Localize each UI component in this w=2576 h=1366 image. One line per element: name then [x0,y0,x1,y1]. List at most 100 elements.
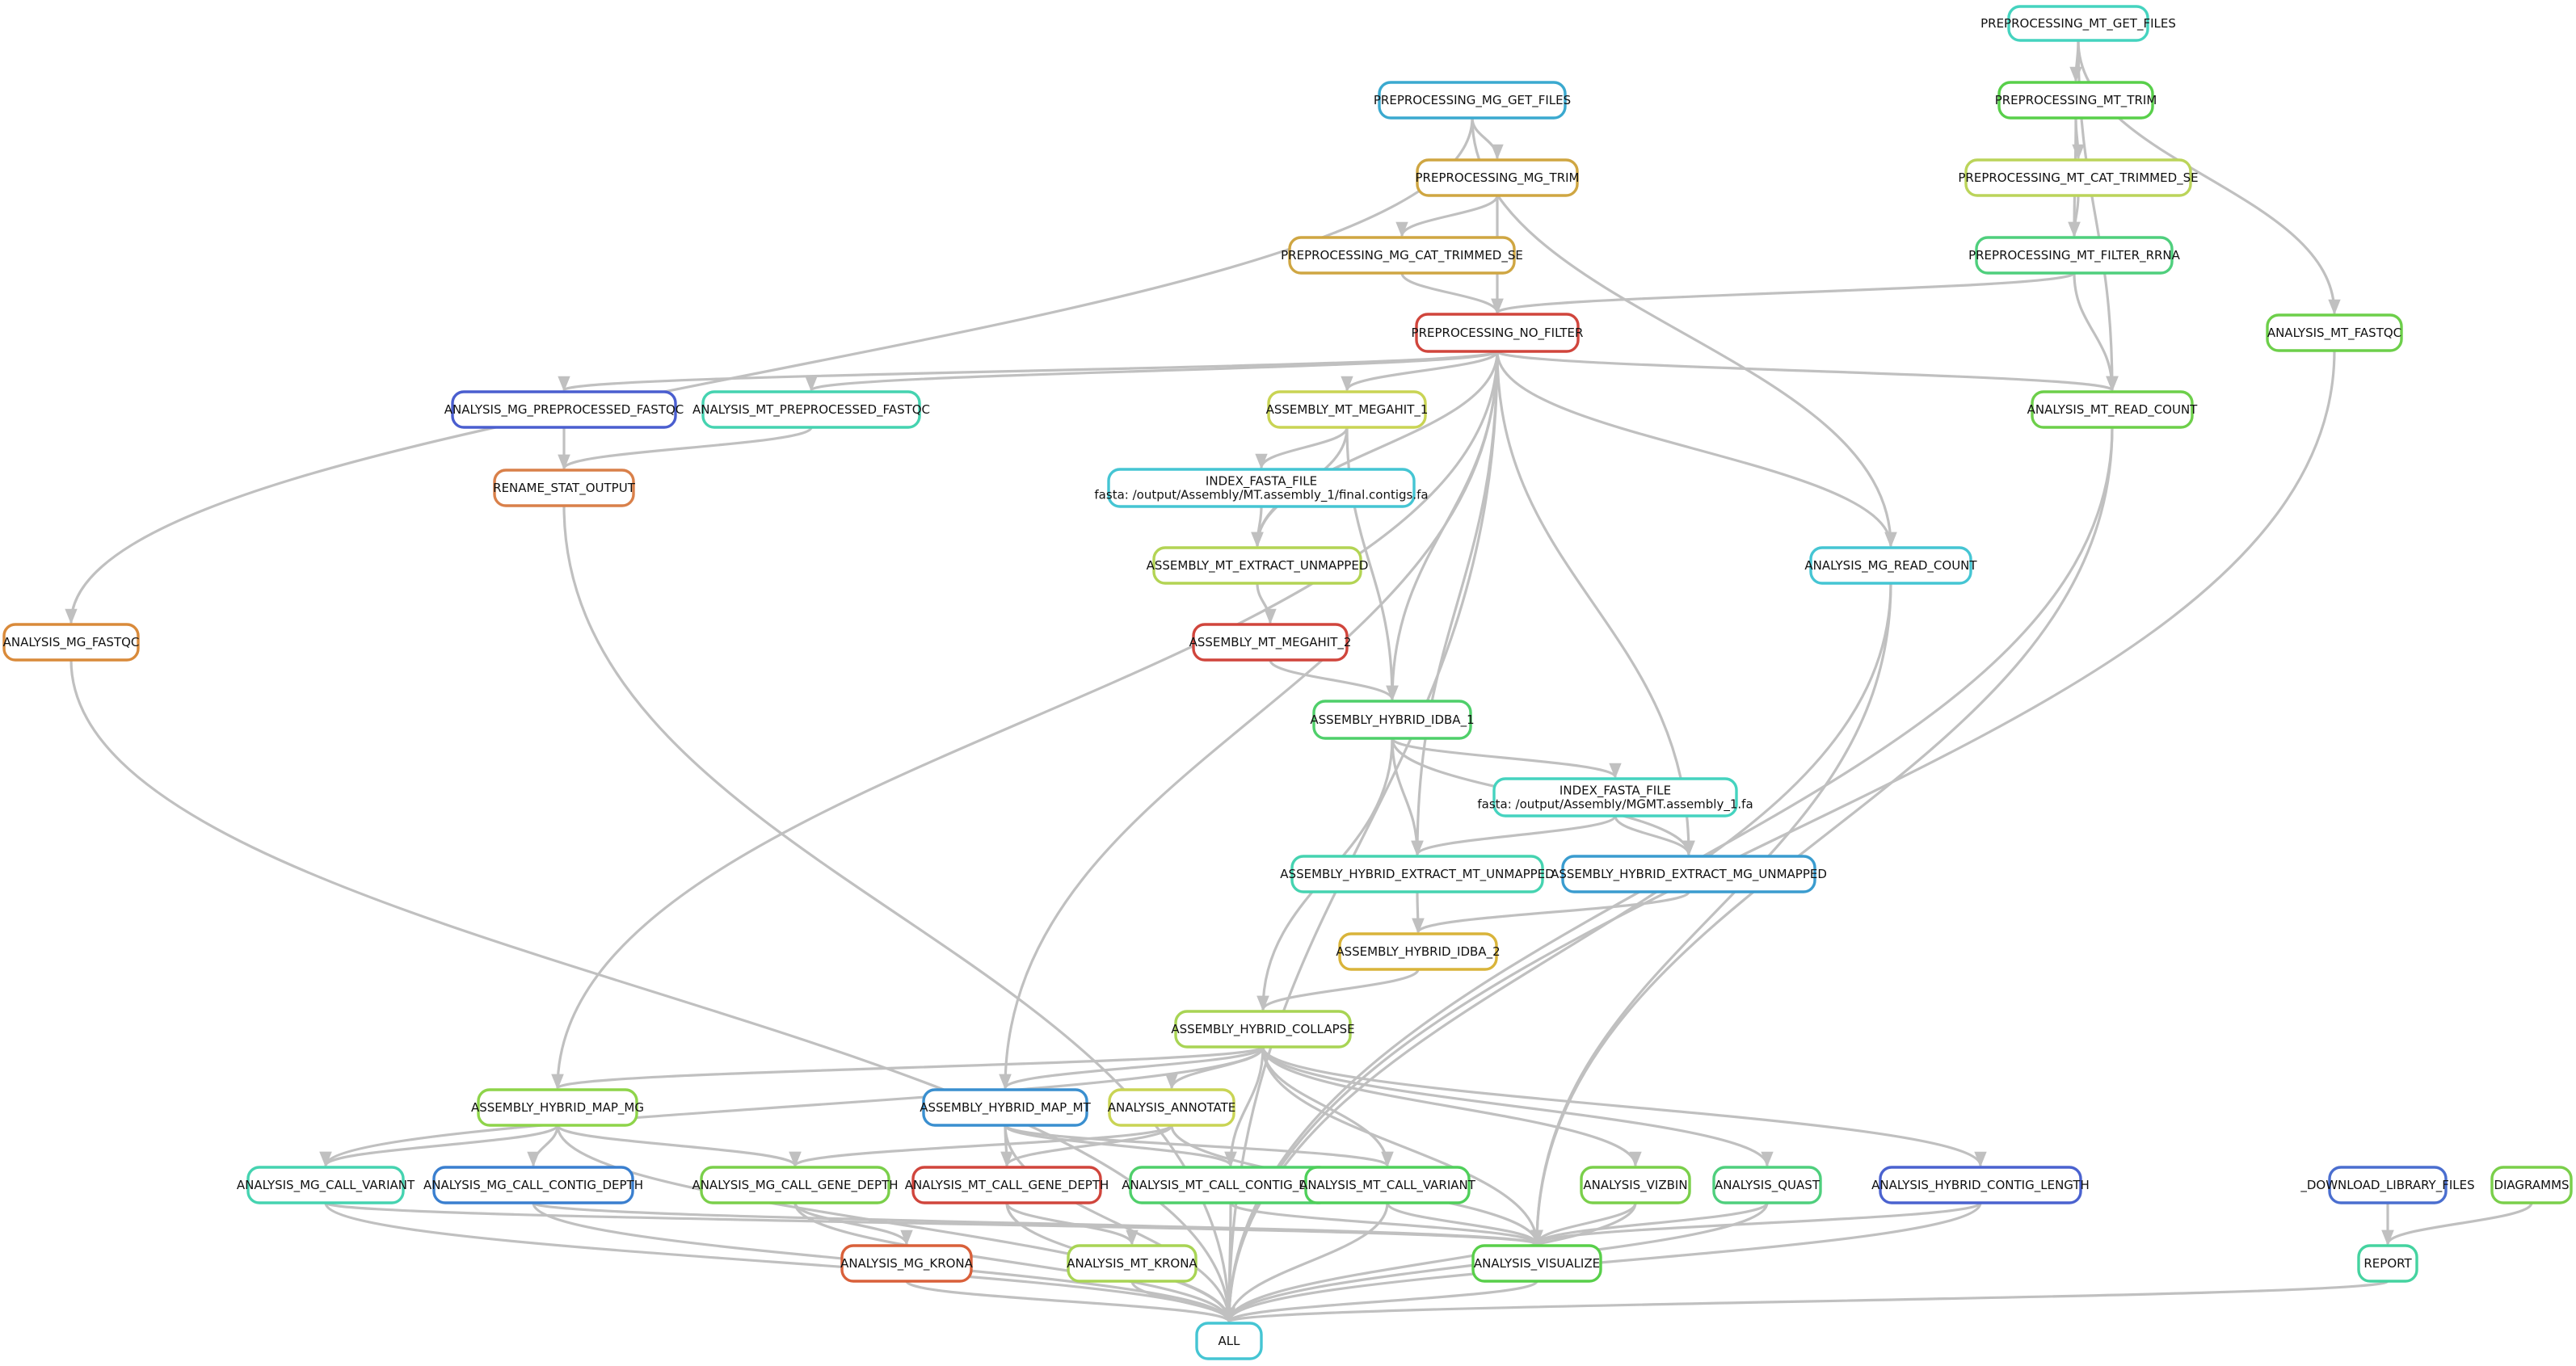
node-label: ANALYSIS_MG_READ_COUNT [1804,558,1977,574]
node-label: ASSEMBLY_HYBRID_EXTRACT_MT_UNMAPPED [1280,867,1554,882]
edge-pp-nofilter-to-as-mt-megahit1 [1341,351,1499,392]
edge-an-mt-contigdepth-to-an-visualize [1229,1201,1543,1246]
node-box [1288,236,1516,275]
node-an-mt-fastqc[interactable]: ANALYSIS_MT_FASTQC [2266,313,2403,352]
node-an-mt-genedepth[interactable]: ANALYSIS_MT_CALL_GENE_DEPTH [905,1166,1109,1204]
edge-index1-to-as-mt-extract [1251,506,1264,548]
node-box [1975,236,2174,275]
node-pp-mt-rrna[interactable]: PREPROCESSING_MT_FILTER_RRNA [1968,236,2181,275]
node-box [1174,1010,1352,1049]
node-box [1152,546,1362,585]
edge-pp-nofilter-to-as-hy-ext-mg [1496,351,1695,856]
node-layer: PREPROCESSING_MT_GET_FILES PREPROCESSING_… [2,5,2573,1360]
edge-as-hy-ext-mg-to-as-hy-idba2 [1412,891,1690,934]
node-label: ASSEMBLY_MT_EXTRACT_UNMAPPED [1147,558,1369,574]
node-an-hy-contiglen[interactable]: ANALYSIS_HYBRID_CONTIG_LENGTH [1871,1166,2090,1204]
edge-pp-nofilter-to-as-hy-map-mg [551,351,1499,1090]
node-an-mg-contigdepth[interactable]: ANALYSIS_MG_CALL_CONTIG_DEPTH [423,1166,643,1204]
node-box [1415,313,1580,353]
node-pp-mt-get[interactable]: PREPROCESSING_MT_GET_FILES [1980,5,2176,42]
edge-pp-mg-trim-to-pp-mg-cat [1395,195,1499,237]
node-rename-stat[interactable]: RENAME_STAT_OUTPUT [493,469,636,507]
node-pp-mt-cat[interactable]: PREPROCESSING_MT_CAT_TRIMMED_SE [1958,158,2199,197]
node-label: ANALYSIS_QUAST [1715,1178,1820,1193]
node-box [1304,1166,1471,1204]
node-box [1492,777,1738,817]
node-an-visualize[interactable]: ANALYSIS_VISUALIZE [1471,1244,1602,1283]
node-as-hy-idba2[interactable]: ASSEMBLY_HYBRID_IDBA_2 [1336,932,1501,971]
edge-as-hy-collapse-to-an-quast [1261,1046,1774,1167]
edge-an-mt-ppfastqc-to-rename-stat [558,427,813,470]
node-box [2266,313,2403,352]
node-as-hy-map-mt[interactable]: ASSEMBLY_HYBRID_MAP_MT [920,1088,1092,1127]
node-label: ANALYSIS_MT_CALL_GENE_DEPTH [905,1178,1109,1193]
node-an-mg-krona[interactable]: ANALYSIS_MG_KRONA [840,1244,974,1283]
node-an-mg-readcount[interactable]: ANALYSIS_MG_READ_COUNT [1804,546,1977,585]
edge-an-vizbin-to-all [1223,1202,1637,1323]
node-an-mt-callvar[interactable]: ANALYSIS_MT_CALL_VARIANT [1299,1166,1476,1204]
node-as-hy-ext-mt[interactable]: ASSEMBLY_HYBRID_EXTRACT_MT_UNMAPPED [1280,855,1555,893]
node-pp-nofilter[interactable]: PREPROCESSING_NO_FILTER [1412,313,1584,353]
edge-as-hy-collapse-to-an-mg-callvar [319,1046,1265,1167]
node-pp-mg-cat[interactable]: PREPROCESSING_MG_CAT_TRIMMED_SE [1281,236,1523,275]
node-an-mg-fastqc[interactable]: ANALYSIS_MG_FASTQC [2,623,140,662]
node-dl-lib[interactable]: _DOWNLOAD_LIBRARY_FILES [2300,1166,2475,1204]
node-an-mt-readcount[interactable]: ANALYSIS_MT_READ_COUNT [2027,390,2199,429]
node-as-mt-extract[interactable]: ASSEMBLY_MT_EXTRACT_UNMAPPED [1147,546,1369,585]
node-box [1997,81,2154,120]
edge-as-mt-megahit1-to-index1 [1255,427,1349,469]
edge-pp-mt-rrna-to-an-mt-readcount [2073,272,2119,392]
edge-an-mt-callvar-to-an-visualize [1386,1202,1543,1246]
node-as-hy-collapse[interactable]: ASSEMBLY_HYBRID_COLLAPSE [1171,1010,1355,1049]
node-as-mt-megahit1[interactable]: ASSEMBLY_MT_MEGAHIT_1 [1266,390,1429,429]
edge-pp-nofilter-to-as-hy-map-mt [999,351,1499,1090]
node-box [1712,1166,1822,1204]
node-label: PREPROCESSING_MG_TRIM [1416,170,1580,186]
node-label: ASSEMBLY_HYBRID_IDBA_1 [1310,712,1474,728]
edge-as-hy-collapse-to-an-vizbin [1261,1046,1642,1167]
edge-index2-to-as-hy-ext-mg [1614,815,1695,856]
node-label: ASSEMBLY_MT_MEGAHIT_1 [1266,402,1429,418]
node-pp-mt-trim[interactable]: PREPROCESSING_MT_TRIM [1995,81,2157,120]
node-as-hy-map-mg[interactable]: ASSEMBLY_HYBRID_MAP_MG [471,1088,644,1127]
edge-an-hy-contiglen-to-all [1223,1202,1982,1323]
node-label: REPORT [2363,1256,2412,1271]
edge-as-hy-idba1-to-as-hy-ext-mt [1391,738,1424,856]
node-as-mt-megahit2[interactable]: ASSEMBLY_MT_MEGAHIT_2 [1189,623,1352,662]
edge-an-mg-genedepth-to-an-mg-krona [793,1202,913,1246]
node-label: ANALYSIS_MG_CALL_CONTIG_DEPTH [423,1178,643,1193]
node-label: PREPROCESSING_MG_CAT_TRIMMED_SE [1281,248,1523,263]
node-all[interactable]: ALL [1195,1322,1263,1360]
edge-pp-nofilter-to-an-mt-ppfastqc [806,350,1499,392]
node-as-hy-ext-mg[interactable]: ASSEMBLY_HYBRID_EXTRACT_MG_UNMAPPED [1551,855,1827,893]
node-report[interactable]: REPORT [2357,1244,2418,1283]
node-box [1192,623,1349,662]
node-label: INDEX_FASTA_FILE [1206,474,1317,490]
edge-as-mt-megahit2-to-as-hy-idba1 [1269,659,1399,701]
node-an-annotate[interactable]: ANALYSIS_ANNOTATE [1108,1088,1235,1127]
node-diagrams[interactable]: DIAGRAMMS [2490,1166,2573,1204]
node-an-mg-genedepth[interactable]: ANALYSIS_MG_CALL_GENE_DEPTH [692,1166,899,1204]
node-an-mt-krona[interactable]: ANALYSIS_MT_KRONA [1067,1244,1198,1283]
node-an-mt-ppfastqc[interactable]: ANALYSIS_MT_PREPROCESSED_FASTQC [692,390,930,429]
node-label: ASSEMBLY_HYBRID_IDBA_2 [1336,944,1500,960]
node-label: ANALYSIS_MG_FASTQC [3,635,140,650]
edge-an-mg-genedepth-to-all [793,1202,1235,1323]
node-an-vizbin[interactable]: ANALYSIS_VIZBIN [1580,1166,1691,1204]
edge-as-hy-collapse-to-as-hy-map-mg [551,1045,1265,1090]
node-pp-mg-get[interactable]: PREPROCESSING_MG_GET_FILES [1374,81,1571,120]
node-as-hy-idba1[interactable]: ASSEMBLY_HYBRID_IDBA_1 [1310,700,1475,740]
node-box [246,1166,405,1204]
node-an-quast[interactable]: ANALYSIS_QUAST [1712,1166,1822,1204]
node-box [1561,855,1816,893]
edge-report-to-all [1223,1280,2389,1323]
node-an-mg-callvar[interactable]: ANALYSIS_MG_CALL_VARIANT [237,1166,415,1204]
node-an-mt-contigdepth[interactable]: ANALYSIS_MT_CALL_CONTIG_DEPTH [1122,1166,1340,1204]
node-an-mg-ppfastqc[interactable]: ANALYSIS_MG_PREPROCESSED_FASTQC [444,390,684,429]
node-box [2490,1166,2573,1204]
node-pp-mg-trim[interactable]: PREPROCESSING_MG_TRIM [1416,158,1580,197]
node-label: DIAGRAMMS [2494,1178,2569,1192]
node-box [1809,546,1972,585]
